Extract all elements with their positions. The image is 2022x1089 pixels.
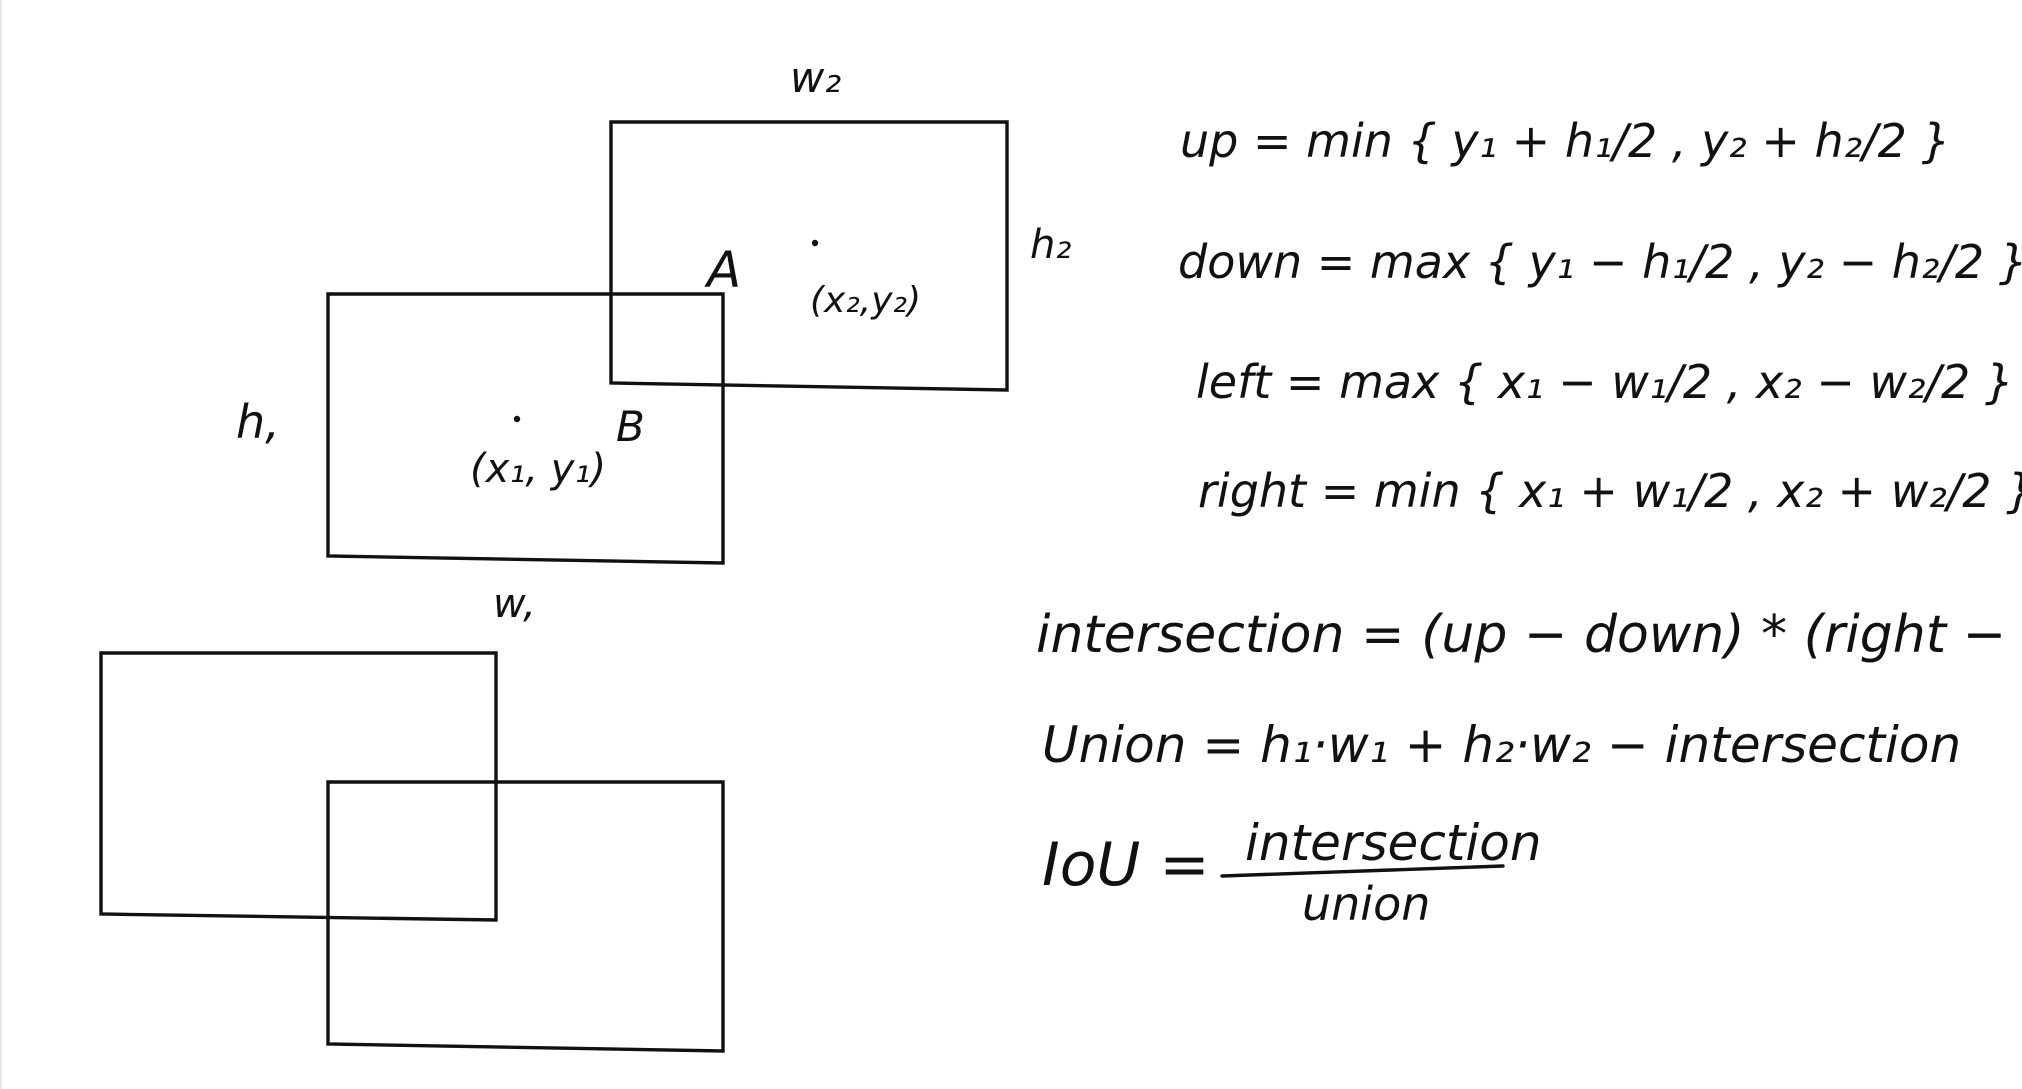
box-1 bbox=[326, 292, 725, 565]
canvas-edge bbox=[0, 0, 2, 1089]
formula-iou-numerator: intersection bbox=[1245, 814, 1542, 872]
label-center-1: (x₁, y₁) bbox=[470, 446, 606, 492]
label-h1: h, bbox=[236, 395, 280, 449]
formula-iou-lhs: IoU = bbox=[1042, 830, 1210, 900]
label-center-2: (x₂,y₂) bbox=[810, 280, 921, 321]
box-4 bbox=[326, 780, 725, 1053]
formula-iou-denominator: union bbox=[1302, 877, 1430, 931]
fraction-bar bbox=[1220, 864, 1505, 878]
formula-down: down = max { y₁ − h₁/2 , y₂ − h₂/2 } bbox=[1178, 235, 2022, 289]
center-dot-2 bbox=[811, 239, 819, 247]
box-2 bbox=[609, 120, 1009, 392]
center-dot-1 bbox=[513, 415, 521, 423]
formula-intersection: intersection = (up − down) * (right − le… bbox=[1036, 605, 2022, 665]
label-w2: w₂ bbox=[790, 53, 841, 102]
label-w1: w, bbox=[493, 581, 536, 627]
box-3 bbox=[99, 651, 498, 922]
formula-up: up = min { y₁ + h₁/2 , y₂ + h₂/2 } bbox=[1180, 114, 1951, 168]
formula-left: left = max { x₁ − w₁/2 , x₂ − w₂/2 } bbox=[1196, 355, 2014, 409]
label-point-a: A bbox=[704, 241, 741, 299]
formula-right: right = min { x₁ + w₁/2 , x₂ + w₂/2 } bbox=[1198, 464, 2022, 518]
label-h2: h₂ bbox=[1030, 222, 1071, 268]
label-point-b: B bbox=[616, 402, 645, 451]
formula-union: Union = h₁·w₁ + h₂·w₂ − intersection bbox=[1042, 716, 1961, 774]
